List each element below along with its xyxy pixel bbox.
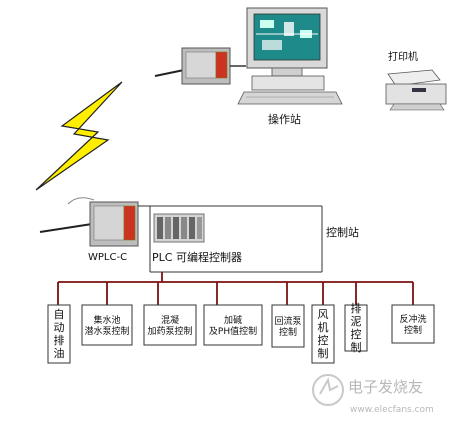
control-station-frame <box>138 205 323 273</box>
computer-icon <box>237 7 343 105</box>
module-box: 加碱及PH值控制 <box>203 304 263 346</box>
wireless-modem-top <box>154 47 246 85</box>
plc-label: PLC 可编程控制器 <box>152 250 242 264</box>
control-station-label: 控制站 <box>326 225 359 239</box>
module-label: 回流泵控制 <box>274 315 301 338</box>
printer-label: 打印机 <box>388 50 418 63</box>
module-label: 反冲洗控制 <box>399 313 426 336</box>
module-label: 集水池潜水泵控制 <box>84 314 129 337</box>
wireless-modem-bottom <box>39 197 139 247</box>
module-box: 回流泵控制 <box>271 304 305 348</box>
module-box: 集水池潜水泵控制 <box>81 304 133 346</box>
module-label: 自动排油 <box>54 308 65 360</box>
module-label: 风机控制 <box>318 308 329 360</box>
module-box: 反冲洗控制 <box>391 304 435 344</box>
module-box: 排泥控制 <box>344 301 368 354</box>
wplc-device-label: WPLC-C <box>88 252 127 263</box>
module-box: 自动排油 <box>47 304 71 364</box>
watermark-text: 电子发烧友 <box>348 378 423 396</box>
watermark-subtext: www.elecfans.com <box>350 405 434 415</box>
lightning-bolt-icon <box>35 81 123 191</box>
module-box: 风机控制 <box>311 304 335 364</box>
watermark-logo-icon <box>312 374 344 406</box>
module-box: 混凝加药泵控制 <box>143 304 197 346</box>
module-label: 排泥控制 <box>351 301 362 354</box>
module-label: 加碱及PH值控制 <box>209 315 257 337</box>
watermark: 电子发烧友 www.elecfans.com <box>312 374 434 415</box>
plc-rack-icon <box>153 213 205 243</box>
module-label: 混凝加药泵控制 <box>147 315 192 337</box>
printer-icon <box>385 69 447 111</box>
control-bus <box>57 272 414 305</box>
operator-station-label: 操作站 <box>268 112 301 126</box>
